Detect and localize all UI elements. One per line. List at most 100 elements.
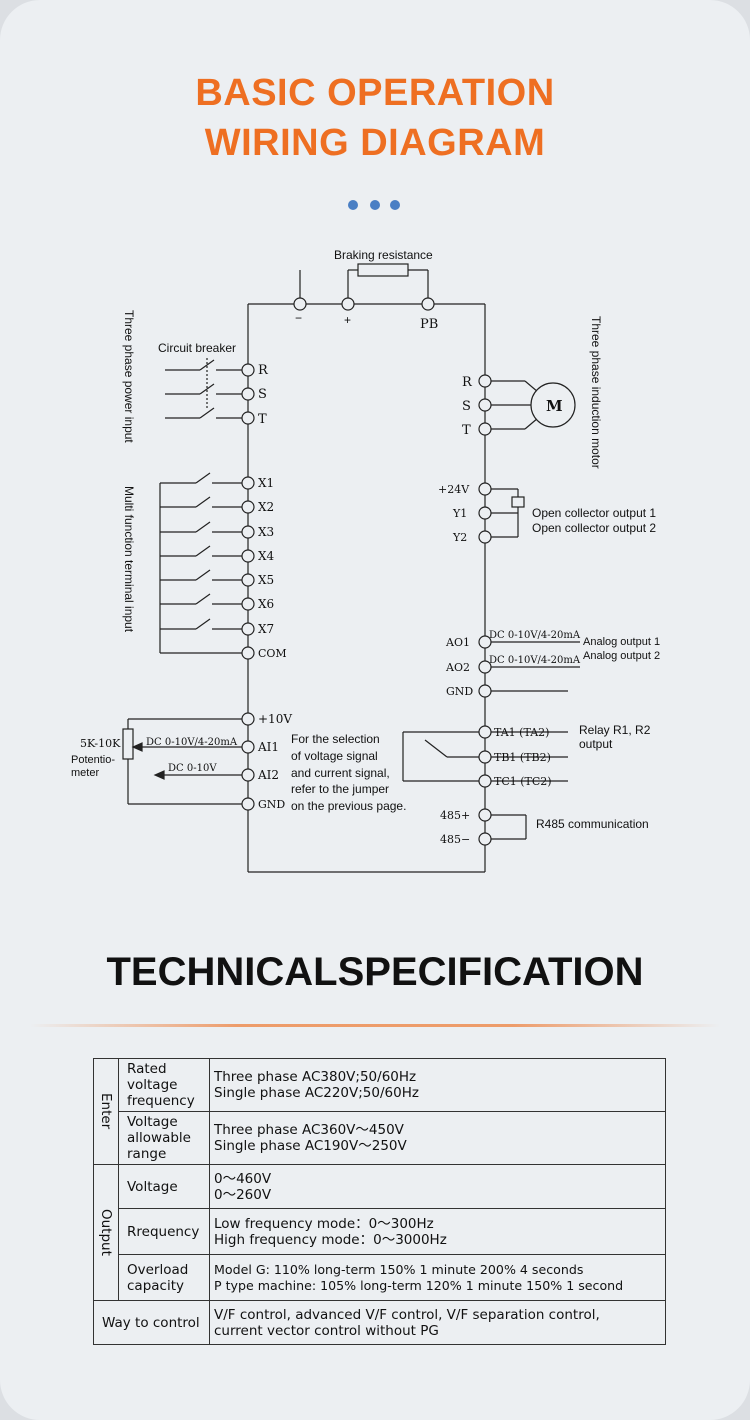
ao2-signal-label: DC 0-10V/4-20mA xyxy=(489,655,581,666)
terminal-tb: TB1 (TB2) xyxy=(494,751,551,764)
terminal-10v: +10V xyxy=(258,712,292,726)
potentiometer-range: 5K-10K xyxy=(80,737,121,750)
braking-resistance-label: Braking resistance xyxy=(334,248,433,262)
label-line: range xyxy=(127,1146,167,1162)
value-line: High frequency mode：0～3000Hz xyxy=(214,1231,447,1248)
row-label: Voltage allowable range xyxy=(118,1111,210,1165)
section-divider xyxy=(30,1024,720,1027)
wiring-diagram: Braking resistance − + PB Three phase po… xyxy=(71,248,660,873)
row-label: Rrequency xyxy=(118,1208,210,1255)
page-title-line2: WIRING DIAGRAM xyxy=(204,122,546,164)
value-line: current vector control without PG xyxy=(214,1322,439,1339)
label-line: Voltage xyxy=(127,1114,178,1130)
terminal-x6: X6 xyxy=(258,597,274,611)
row-label: Way to control xyxy=(93,1300,210,1345)
analog-output-wiring xyxy=(478,635,580,698)
table-row: Overload capacity Model G: 110% long-ter… xyxy=(94,1254,666,1301)
braking-resistor-symbol xyxy=(357,263,409,277)
motor-wiring xyxy=(478,374,576,436)
enter-group-cell: Enter xyxy=(93,1058,119,1165)
terminal-ao1: AO1 xyxy=(445,636,470,649)
oc-output1-label: Open collector output 1 xyxy=(532,506,656,520)
relay-label-2: output xyxy=(579,737,613,751)
value-line: Three phase AC360V～450V xyxy=(214,1122,404,1138)
value-line: Low frequency mode：0～300Hz xyxy=(214,1215,434,1232)
page-title-line1: BASIC OPERATION xyxy=(195,72,555,114)
value-line: Three phase AC380V;50/60Hz xyxy=(214,1069,417,1085)
potentiometer-label-2: meter xyxy=(71,767,99,779)
jumper-note-1: For the selection xyxy=(291,732,380,746)
label-line: Overload xyxy=(127,1261,189,1278)
spec-title: TECHNICALSPECIFICATION xyxy=(106,950,644,994)
terminal-gnd-in: GND xyxy=(258,798,285,811)
terminal-x7: X7 xyxy=(258,622,274,636)
terminal-x5: X5 xyxy=(258,573,274,587)
value-line: Single phase AC190V～250V xyxy=(214,1138,407,1154)
table-row: Enter Rated voltage frequency Three phas… xyxy=(93,1058,666,1165)
rs485-wiring xyxy=(478,808,527,846)
output-group-cell: Output xyxy=(93,1164,119,1301)
dot-icon xyxy=(390,200,400,210)
circuit-breaker-switches xyxy=(165,358,255,425)
row-value: Low frequency mode：0～300Hz High frequenc… xyxy=(209,1208,666,1255)
jumper-note-2: of voltage signal xyxy=(291,749,378,763)
dc-bus-terminals xyxy=(293,263,435,311)
terminal-ao2: AO2 xyxy=(445,661,470,674)
row-label: Rated voltage frequency xyxy=(118,1058,210,1112)
relay-wiring xyxy=(402,725,568,788)
label-line: allowable xyxy=(127,1130,191,1146)
motor-label: Three phase induction motor xyxy=(589,316,603,469)
terminal-485p: 485+ xyxy=(440,809,470,822)
multi-function-label: Multi function terminal input xyxy=(122,486,136,633)
spec-table: Enter Rated voltage frequency Three phas… xyxy=(93,1058,666,1345)
relay-label-1: Relay R1, R2 xyxy=(579,723,651,737)
row-value: V/F control, advanced V/F control, V/F s… xyxy=(209,1300,666,1345)
motor-m: M xyxy=(546,397,563,415)
row-value: Three phase AC380V;50/60Hz Single phase … xyxy=(209,1058,666,1112)
analog-input-wiring xyxy=(122,712,255,811)
pb-label: PB xyxy=(420,317,438,332)
jumper-note-4: refer to the jumper xyxy=(291,782,389,796)
ao1-signal-label: DC 0-10V/4-20mA xyxy=(489,630,581,641)
terminal-ta: TA1 (TA2) xyxy=(494,726,549,739)
label-line: Voltage xyxy=(127,1178,178,1195)
output-terminal-t: T xyxy=(462,423,471,438)
potentiometer-label-1: Potentio- xyxy=(71,754,115,766)
enter-group-label: Enter xyxy=(98,1093,114,1130)
output-terminal-r: R xyxy=(462,375,473,390)
row-value: Model G: 110% long-term 150% 1 minute 20… xyxy=(209,1254,666,1301)
output-terminal-s: S xyxy=(462,399,471,414)
dc-plus-label: + xyxy=(344,313,351,327)
row-label: Voltage xyxy=(118,1164,210,1209)
table-row: Voltage allowable range Three phase AC36… xyxy=(94,1111,666,1165)
terminal-y2: Y2 xyxy=(452,531,467,544)
value-line: Model G: 110% long-term 150% 1 minute 20… xyxy=(214,1261,584,1277)
output-group-label: Output xyxy=(98,1209,114,1256)
table-row: Way to control V/F control, advanced V/F… xyxy=(93,1300,666,1345)
dc-minus-label: − xyxy=(295,311,302,325)
analog-output1-label: Analog output 1 xyxy=(583,636,660,648)
terminal-24v: +24V xyxy=(438,483,470,496)
multi-function-switches xyxy=(159,472,255,660)
jumper-note-5: on the previous page. xyxy=(291,799,406,813)
input-terminal-t: T xyxy=(258,412,267,427)
terminal-485n: 485− xyxy=(440,833,470,846)
input-terminal-r: R xyxy=(258,363,269,378)
row-value: 0～460V 0～260V xyxy=(209,1164,666,1209)
table-row: Output Voltage 0～460V 0～260V xyxy=(93,1164,666,1301)
jumper-note-3: and current signal, xyxy=(291,766,390,780)
terminal-com: COM xyxy=(258,647,287,660)
terminal-ai2: AI2 xyxy=(257,768,279,782)
power-input-label: Three phase power input xyxy=(122,310,136,443)
row-value: Three phase AC360V～450V Single phase AC1… xyxy=(209,1111,666,1165)
value-line: V/F control, advanced V/F control, V/F s… xyxy=(214,1306,600,1323)
value-line: 0～260V xyxy=(214,1186,272,1203)
ai2-signal-label: DC 0-10V xyxy=(168,763,217,774)
terminal-x1: X1 xyxy=(258,476,274,490)
terminal-x4: X4 xyxy=(258,549,275,563)
open-collector-wiring xyxy=(478,482,525,544)
dot-icon xyxy=(348,200,358,210)
row-label: Overload capacity xyxy=(118,1254,210,1301)
label-line: frequency xyxy=(127,1093,195,1109)
